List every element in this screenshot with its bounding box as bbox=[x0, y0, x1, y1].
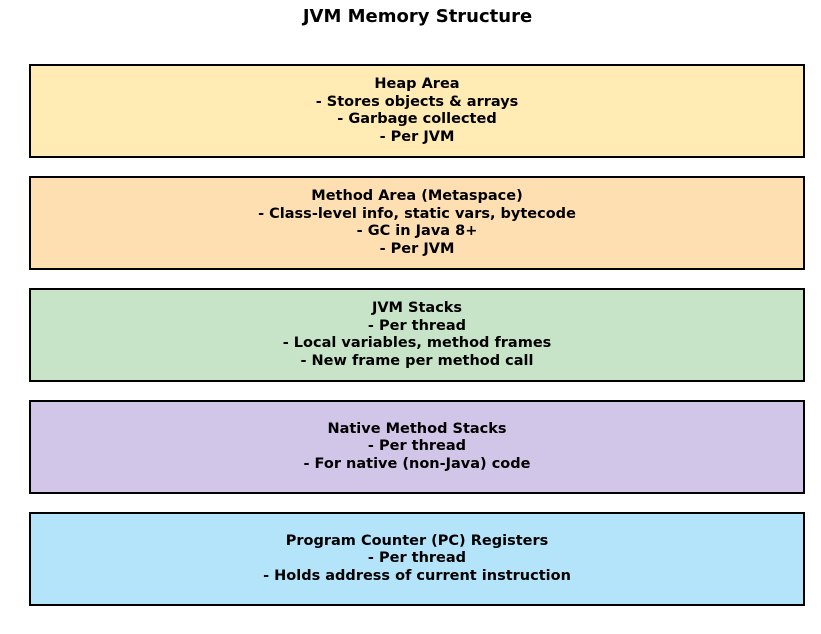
block-heading: Native Method Stacks bbox=[327, 420, 507, 437]
block-line: - Per JVM bbox=[379, 128, 455, 145]
block-line: - For native (non-Java) code bbox=[303, 455, 531, 472]
block-line: - GC in Java 8+ bbox=[356, 223, 478, 239]
jvm-stacks-block: JVM Stacks - Per thread - Local variable… bbox=[29, 288, 805, 382]
block-heading: Program Counter (PC) Registers bbox=[285, 532, 549, 549]
block-heading: Heap Area bbox=[374, 76, 460, 92]
block-line: - Garbage collected bbox=[337, 111, 497, 127]
block-heading: JVM Stacks bbox=[371, 300, 463, 316]
native-method-stacks-block: Native Method Stacks - Per thread - For … bbox=[29, 400, 805, 494]
block-heading: Method Area (Metaspace) bbox=[311, 188, 523, 204]
block-line: - Local variables, method frames bbox=[282, 335, 552, 351]
block-line: - Stores objects & arrays bbox=[315, 93, 519, 110]
block-line: - Per thread bbox=[367, 317, 467, 334]
block-line: - New frame per method call bbox=[300, 352, 534, 369]
method-area-block: Method Area (Metaspace) - Class-level in… bbox=[29, 176, 805, 270]
block-line: - Class-level info, static vars, bytecod… bbox=[258, 205, 576, 222]
block-line: - Holds address of current instruction bbox=[263, 567, 571, 584]
pc-registers-block: Program Counter (PC) Registers - Per thr… bbox=[29, 512, 805, 606]
diagram-title: JVM Memory Structure bbox=[302, 6, 533, 27]
block-line: - Per JVM bbox=[379, 240, 455, 257]
block-line: - Per thread bbox=[367, 438, 467, 455]
block-line: - Per thread bbox=[367, 550, 467, 567]
heap-area-block: Heap Area - Stores objects & arrays - Ga… bbox=[29, 64, 805, 158]
